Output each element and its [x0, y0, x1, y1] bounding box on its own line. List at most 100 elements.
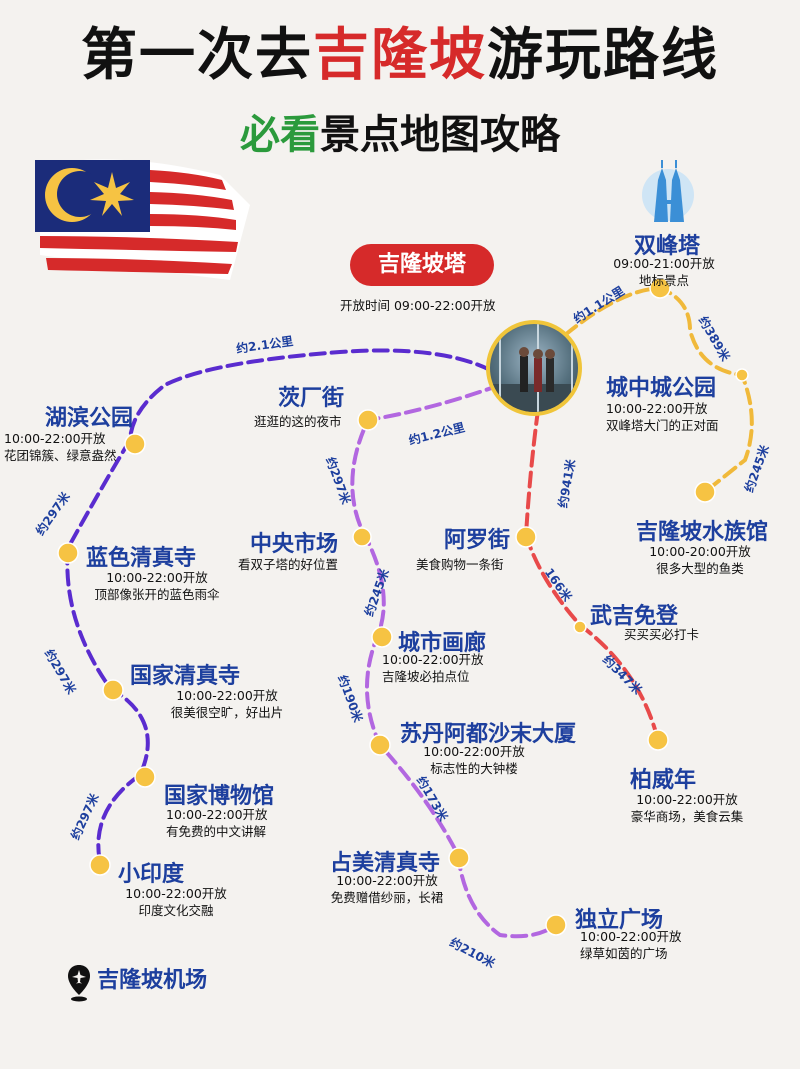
dot-bukit-bintang	[573, 620, 587, 634]
dot-jamek-mosque	[448, 847, 470, 869]
place-info-twin-towers: 09:00-21:00开放 地标景点	[612, 255, 716, 289]
place-hours: 10:00-22:00开放	[125, 886, 227, 901]
route-purple	[65, 348, 492, 864]
place-desc: 看双子塔的好位置	[238, 557, 339, 572]
place-hours: 10:00-20:00开放	[649, 544, 751, 559]
dot-blue-mosque	[57, 542, 79, 564]
place-info-jalan-alor: 美食购物一条街	[416, 556, 504, 573]
place-info-city-gallery: 10:00-22:00开放 吉隆坡必拍点位	[382, 651, 484, 685]
place-hours: 10:00-22:00开放	[106, 570, 208, 585]
place-info-jamek-mosque: 10:00-22:00开放 免费赠借纱丽，长裙	[322, 872, 452, 906]
page-subtitle: 必看景点地图攻略	[0, 102, 800, 160]
place-name-jalan-alor: 阿罗街	[444, 528, 511, 553]
place-name-twin-towers: 双峰塔	[634, 234, 701, 259]
place-desc: 印度文化交融	[138, 903, 214, 918]
place-hours: 10:00-22:00开放	[166, 807, 268, 822]
title-suffix: 游玩路线	[487, 23, 719, 88]
place-hours: 10:00-22:00开放	[176, 688, 278, 703]
dot-city-gallery	[371, 626, 393, 648]
route-coral	[523, 408, 660, 742]
place-name-national-mosque: 国家清真寺	[130, 664, 241, 689]
place-name-blue-mosque: 蓝色清真寺	[86, 546, 197, 571]
place-name-city-gallery: 城市画廊	[398, 631, 487, 656]
place-info-lake-gardens: 10:00-22:00开放 花团锦簇、绿意盎然	[4, 430, 117, 464]
place-desc: 绿草如茵的广场	[580, 946, 668, 961]
place-name-pavilion: 柏威年	[630, 768, 697, 793]
dot-lake-gardens	[124, 433, 146, 455]
place-name-petaling-street: 茨厂街	[278, 386, 345, 411]
place-hours: 09:00-21:00开放	[613, 256, 715, 271]
place-info-little-india: 10:00-22:00开放 印度文化交融	[114, 885, 238, 919]
twin-towers-icon	[642, 160, 694, 222]
airplane-pin-icon	[68, 964, 90, 1001]
dot-klcc-park	[735, 368, 749, 382]
place-desc: 标志性的大钟楼	[430, 761, 518, 776]
place-name-little-india: 小印度	[118, 862, 185, 887]
place-name-lake-gardens: 湖滨公园	[45, 406, 134, 431]
place-desc: 美食购物一条街	[416, 557, 504, 572]
place-name-central-market: 中央市场	[250, 532, 339, 557]
place-name-aquarium: 吉隆坡水族馆	[636, 520, 769, 545]
subtitle-highlight: 必看	[240, 112, 320, 158]
dot-central-market	[352, 527, 372, 547]
subtitle-rest: 景点地图攻略	[320, 112, 560, 158]
place-info-sultan-abdul-samad: 10:00-22:00开放 标志性的大钟楼	[412, 743, 536, 777]
dot-petaling-street	[357, 409, 379, 431]
place-desc: 顶部像张开的蓝色雨伞	[94, 587, 220, 602]
place-name-sultan-abdul-samad: 苏丹阿都沙末大厦	[400, 722, 577, 747]
place-desc: 吉隆坡必拍点位	[382, 669, 470, 684]
route-orange	[563, 285, 754, 494]
place-desc: 地标景点	[638, 273, 689, 288]
dot-jalan-alor	[515, 526, 537, 548]
place-desc: 有免费的中文讲解	[166, 824, 267, 839]
page-title: 第一次去吉隆坡游玩路线	[0, 10, 800, 91]
place-info-aquarium: 10:00-20:00开放 很多大型的鱼类	[640, 543, 760, 577]
place-desc: 花团锦簇、绿意盎然	[4, 448, 117, 463]
dot-merdeka-square	[545, 914, 567, 936]
place-desc: 免费赠借纱丽，长裙	[330, 890, 444, 905]
place-info-blue-mosque: 10:00-22:00开放 顶部像张开的蓝色雨伞	[82, 569, 232, 603]
airport-marker: 吉隆坡机场	[66, 962, 207, 1003]
place-name-merdeka-square: 独立广场	[575, 908, 664, 933]
airport-label: 吉隆坡机场	[97, 968, 208, 993]
place-desc: 很多大型的鱼类	[656, 561, 744, 576]
place-info-klcc-park: 10:00-22:00开放 双峰塔大门的正对面	[606, 400, 719, 434]
malaysia-flag-icon	[35, 159, 250, 280]
place-desc: 双峰塔大门的正对面	[606, 418, 719, 433]
place-hours: 10:00-22:00开放	[336, 873, 438, 888]
place-desc: 逛逛的这的夜市	[254, 414, 342, 429]
dot-national-museum	[134, 766, 156, 788]
place-name-national-museum: 国家博物馆	[164, 784, 275, 809]
place-hours: 10:00-22:00开放	[580, 929, 682, 944]
place-name-bukit-bintang: 武吉免登	[590, 604, 679, 629]
place-info-central-market: 看双子塔的好位置	[238, 556, 338, 573]
dot-national-mosque	[102, 679, 124, 701]
place-info-petaling-street: 逛逛的这的夜市	[254, 413, 342, 430]
place-info-national-museum: 10:00-22:00开放 有免费的中文讲解	[166, 806, 268, 840]
kl-tower-photo	[486, 320, 582, 416]
place-info-pavilion: 10:00-22:00开放 豪华商场，美食云集	[622, 791, 752, 825]
place-name-klcc-park: 城中城公园	[606, 376, 717, 401]
place-name-jamek-mosque: 占美清真寺	[330, 851, 441, 876]
place-hours: 10:00-22:00开放	[606, 401, 708, 416]
center-hours: 开放时间 09:00-22:00开放	[340, 298, 496, 313]
place-desc: 豪华商场，美食云集	[630, 809, 744, 824]
dot-twin-towers	[649, 277, 671, 299]
place-desc: 很美很空旷，好出片	[170, 705, 284, 720]
place-hours: 10:00-22:00开放	[382, 652, 484, 667]
center-badge: 吉隆坡塔	[350, 244, 494, 286]
dot-sultan-abdul-samad	[369, 734, 391, 756]
place-info-merdeka-square: 10:00-22:00开放 绿草如茵的广场	[580, 928, 682, 962]
dot-pavilion	[647, 729, 669, 751]
place-desc: 买买买必打卡	[624, 627, 700, 642]
dot-little-india	[89, 854, 111, 876]
title-highlight: 吉隆坡	[313, 23, 487, 88]
title-prefix: 第一次去	[81, 23, 313, 88]
place-hours: 10:00-22:00开放	[636, 792, 738, 807]
place-info-national-mosque: 10:00-22:00开放 很美很空旷，好出片	[156, 687, 298, 721]
dot-aquarium	[694, 481, 716, 503]
place-hours: 10:00-22:00开放	[423, 744, 525, 759]
place-info-bukit-bintang: 买买买必打卡	[624, 626, 699, 643]
place-hours: 10:00-22:00开放	[4, 431, 106, 446]
